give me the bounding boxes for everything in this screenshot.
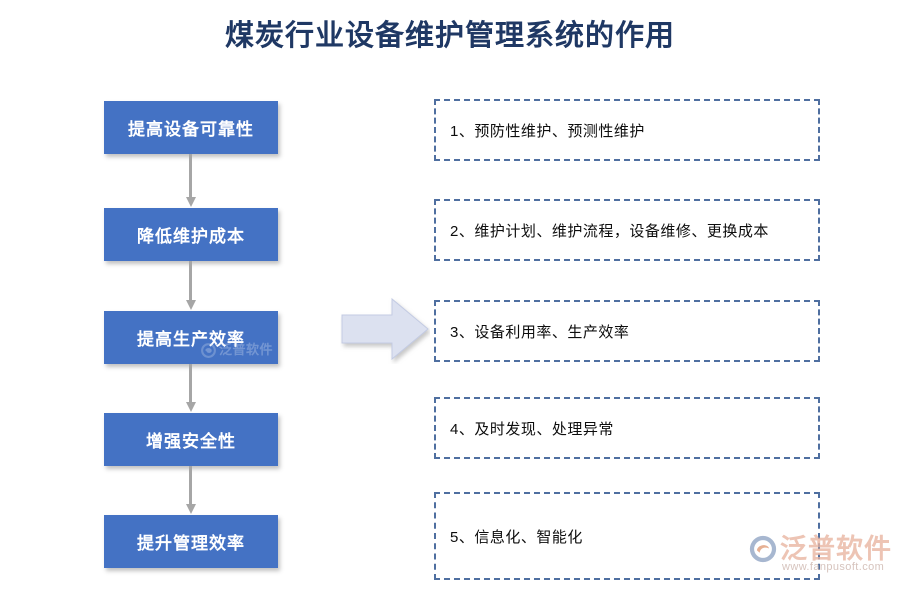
flow-box-label: 降低维护成本 [137, 227, 245, 246]
right-block-arrow [340, 296, 430, 364]
detail-label: 4、及时发现、处理异常 [450, 420, 614, 438]
flow-box-label: 提高生产效率 [137, 330, 245, 349]
flow-box-label: 提升管理效率 [137, 534, 245, 553]
detail-box-2: 2、维护计划、维护流程，设备维修、更换成本 [434, 199, 820, 261]
flow-box-label: 提高设备可靠性 [128, 120, 254, 139]
detail-box-4: 4、及时发现、处理异常 [434, 397, 820, 459]
detail-label: 1、预防性维护、预测性维护 [450, 122, 645, 140]
flow-box-label: 增强安全性 [146, 432, 236, 451]
flow-connector-1 [189, 154, 192, 198]
detail-label: 2、维护计划、维护流程，设备维修、更换成本 [450, 222, 769, 240]
flow-connector-3 [189, 364, 192, 403]
right-block-arrow-icon [341, 297, 429, 361]
flow-box-4: 增强安全性 [104, 413, 278, 466]
detail-label: 3、设备利用率、生产效率 [450, 323, 630, 341]
detail-box-5: 5、信息化、智能化 [434, 492, 820, 580]
page-title: 煤炭行业设备维护管理系统的作用 [224, 20, 675, 52]
flow-box-2: 降低维护成本 [104, 208, 278, 261]
flow-connector-4 [189, 466, 192, 505]
flow-connector-2 [189, 261, 192, 301]
flow-box-5: 提升管理效率 [104, 515, 278, 568]
detail-box-3: 3、设备利用率、生产效率 [434, 300, 820, 362]
detail-label: 5、信息化、智能化 [450, 528, 583, 546]
flow-box-1: 提高设备可靠性 [104, 101, 278, 154]
flow-box-3: 提高生产效率 [104, 311, 278, 364]
detail-box-1: 1、预防性维护、预测性维护 [434, 99, 820, 161]
